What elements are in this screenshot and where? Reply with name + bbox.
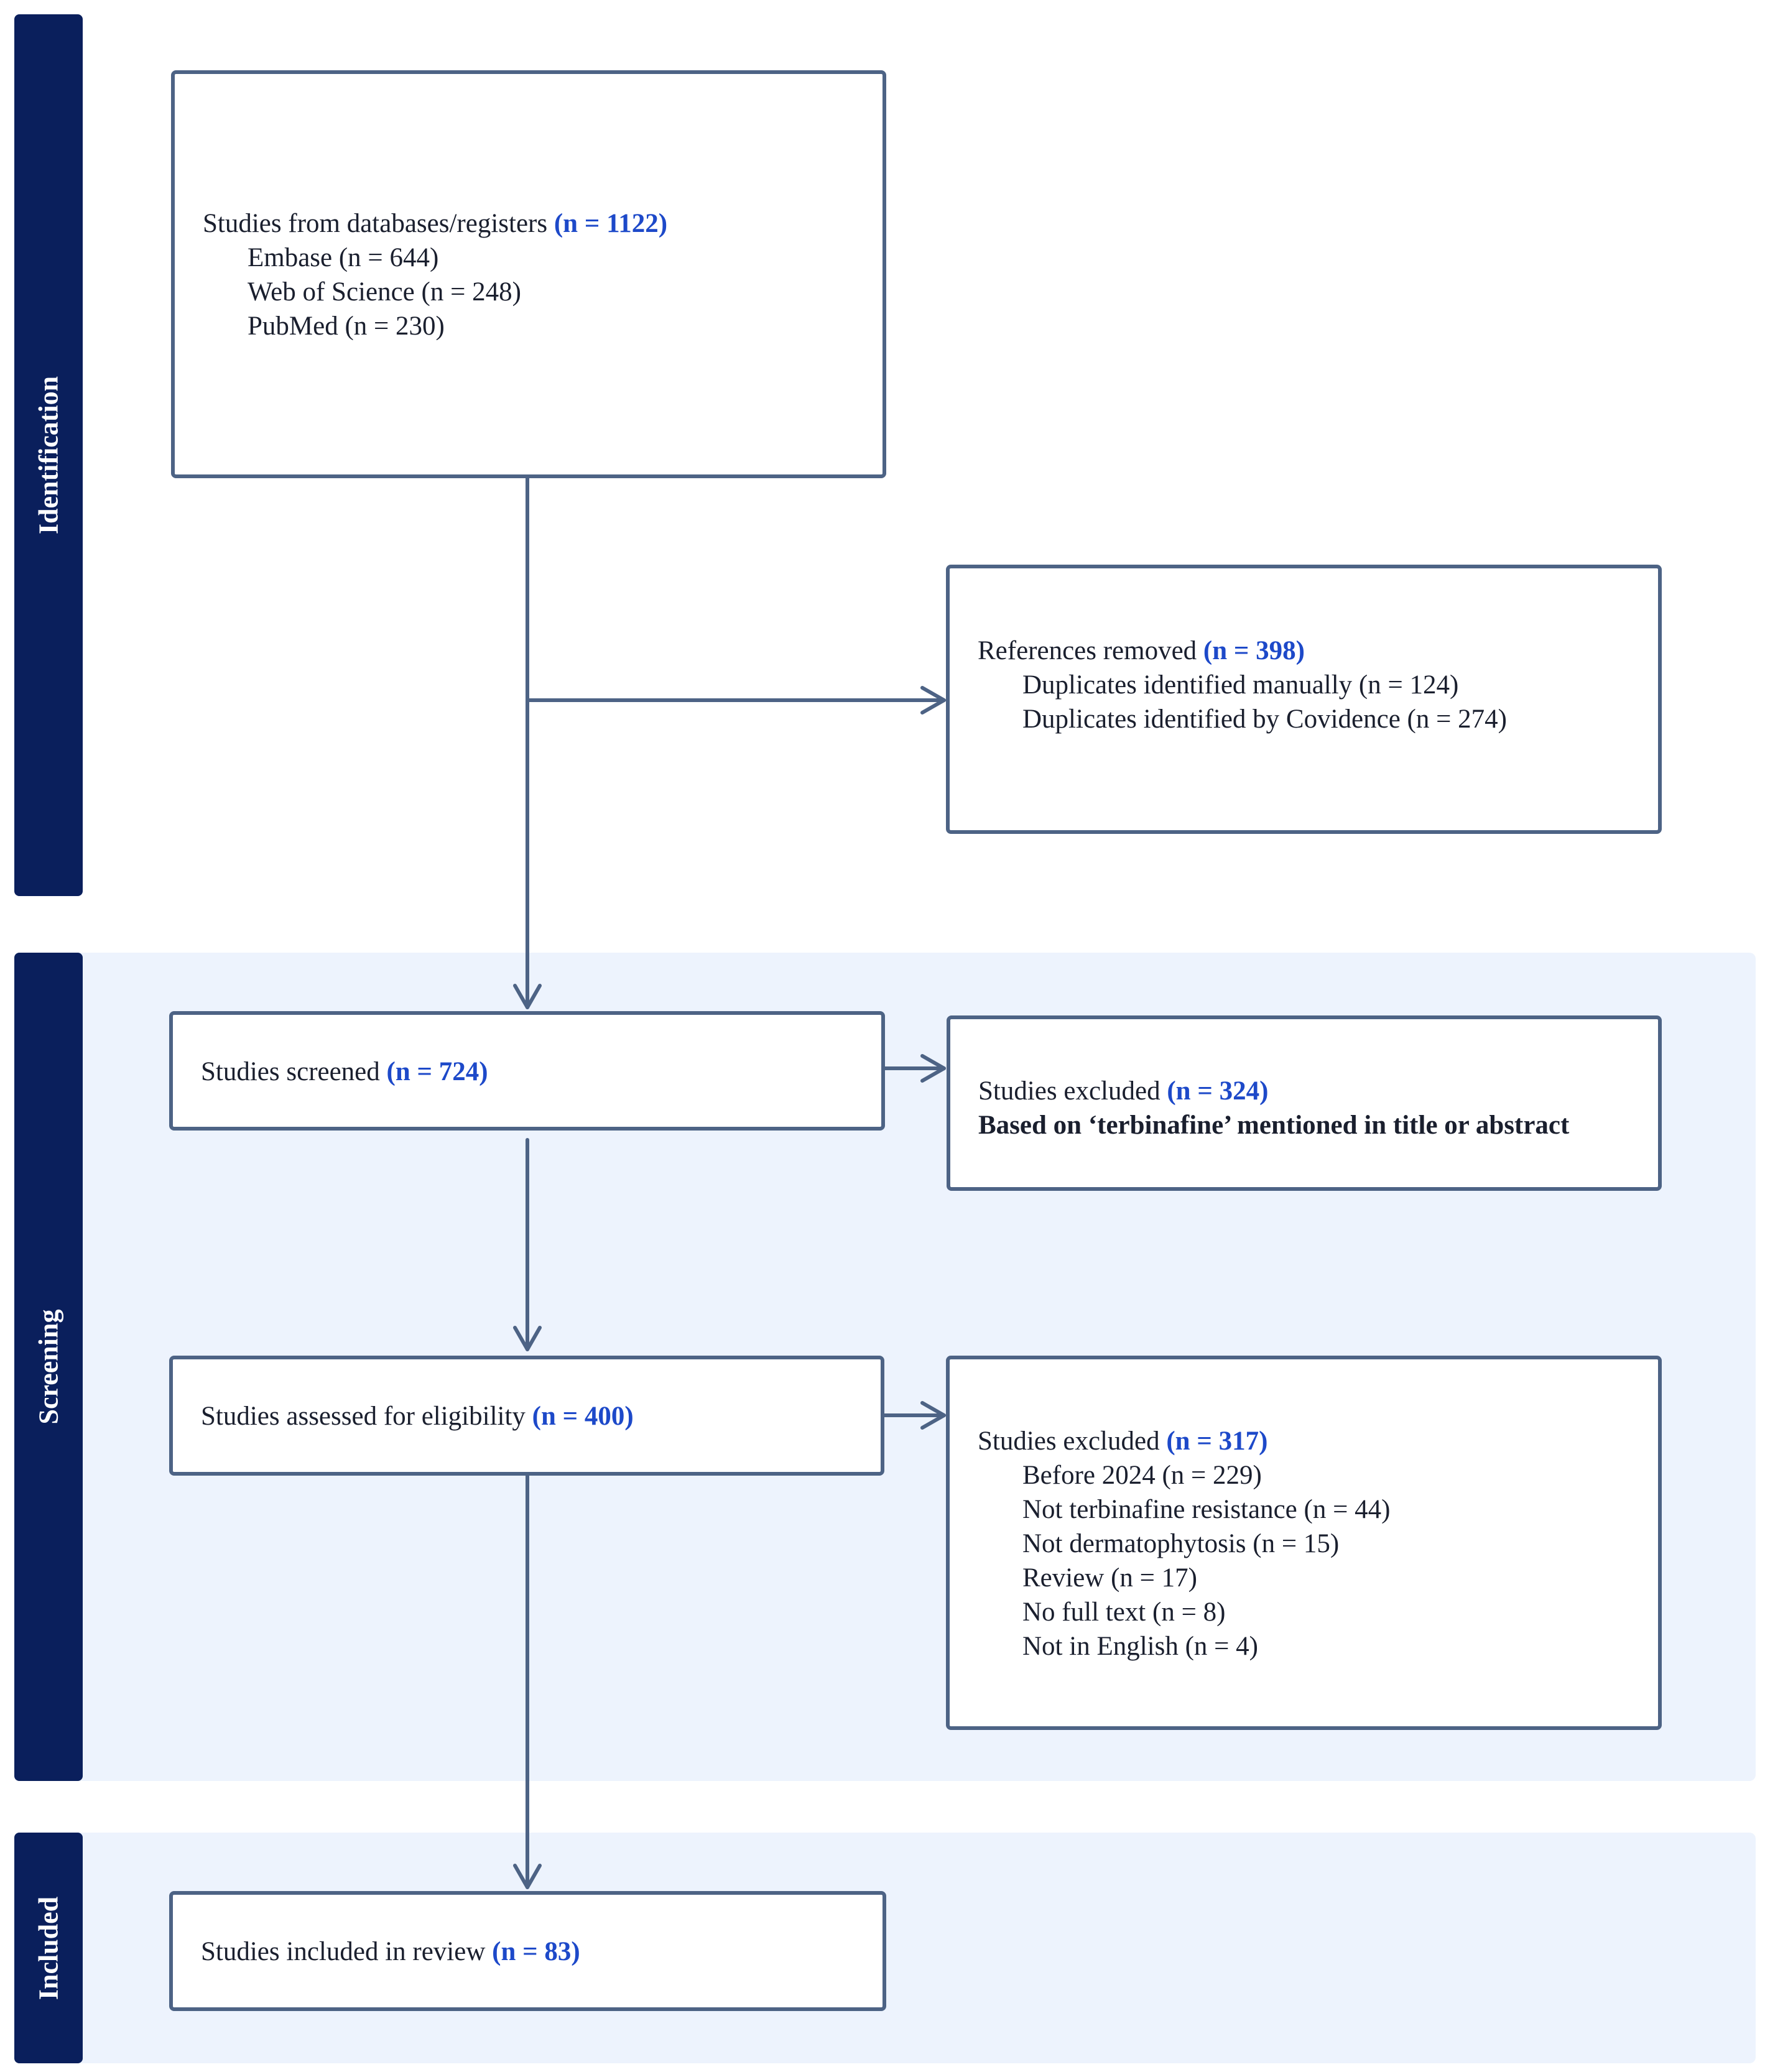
arrowhead-screened (513, 984, 542, 1009)
removed-label: References removed (978, 636, 1197, 665)
excluded-no-full-text: No full text (n = 8) (1022, 1598, 1226, 1627)
excluded-not-in-english: Not in English (n = 4) (1022, 1632, 1258, 1661)
removed-heading: References removed (n = 398) (978, 634, 1658, 668)
included-count: (n = 83) (492, 1937, 580, 1966)
included-heading: Studies included in review (n = 83) (201, 1935, 882, 1969)
eligibility-box: Studies assessed for eligibility (n = 40… (169, 1356, 884, 1476)
excluded-before-2024: Before 2024 (n = 229) (1022, 1461, 1262, 1490)
source-embase: Embase (n = 644) (248, 243, 439, 272)
eligibility-count: (n = 400) (532, 1402, 634, 1431)
stage-screening: Screening (14, 953, 83, 1781)
included-box: Studies included in review (n = 83) (169, 1891, 886, 2011)
excluded-screening-label: Studies excluded (978, 1076, 1160, 1106)
excluded-eligibility-heading: Studies excluded (n = 317) (978, 1424, 1658, 1458)
excluded-screening-box: Studies excluded (n = 324) Based on ‘ter… (947, 1015, 1662, 1191)
removed-covidence: Duplicates identified by Covidence (n = … (1022, 705, 1507, 734)
arrowhead-excluded-eligibility (920, 1401, 946, 1430)
source-web-of-science: Web of Science (n = 248) (248, 277, 521, 307)
arrowhead-eligibility (513, 1326, 542, 1351)
excluded-not-terbinafine-resistance: Not terbinafine resistance (n = 44) (1022, 1495, 1391, 1524)
included-label: Studies included in review (201, 1937, 486, 1966)
removed-count: (n = 398) (1203, 636, 1305, 665)
removed-manual: Duplicates identified manually (n = 124) (1022, 670, 1459, 700)
source-pubmed: PubMed (n = 230) (248, 312, 445, 341)
screened-label: Studies screened (201, 1057, 380, 1086)
arrowhead-excluded-screening (920, 1054, 946, 1083)
screened-box: Studies screened (n = 724) (169, 1011, 885, 1131)
screened-count: (n = 724) (386, 1057, 488, 1086)
excluded-screening-count: (n = 324) (1167, 1076, 1269, 1106)
identified-count: (n = 1122) (554, 209, 668, 238)
excluded-eligibility-box: Studies excluded (n = 317) Before 2024 (… (946, 1356, 1662, 1730)
identified-label: Studies from databases/registers (203, 209, 548, 238)
arrowhead-removed (920, 686, 946, 715)
excluded-review: Review (n = 17) (1022, 1563, 1197, 1593)
excluded-eligibility-count: (n = 317) (1166, 1427, 1268, 1456)
identified-box: Studies from databases/registers (n = 11… (171, 70, 886, 478)
eligibility-heading: Studies assessed for eligibility (n = 40… (201, 1399, 881, 1433)
stage-included: Included (14, 1833, 83, 2063)
excluded-eligibility-label: Studies excluded (978, 1427, 1160, 1456)
eligibility-label: Studies assessed for eligibility (201, 1402, 526, 1431)
excluded-not-dermatophytosis: Not dermatophytosis (n = 15) (1022, 1529, 1340, 1558)
removed-box: References removed (n = 398) Duplicates … (946, 565, 1662, 834)
screened-heading: Studies screened (n = 724) (201, 1055, 881, 1089)
stage-identification: Identification (14, 14, 83, 896)
identified-heading: Studies from databases/registers (n = 11… (203, 206, 882, 241)
excluded-screening-reason: Based on ‘terbinafine’ mentioned in titl… (978, 1111, 1570, 1140)
excluded-screening-heading: Studies excluded (n = 324) (978, 1074, 1658, 1108)
arrowhead-included (513, 1864, 542, 1889)
